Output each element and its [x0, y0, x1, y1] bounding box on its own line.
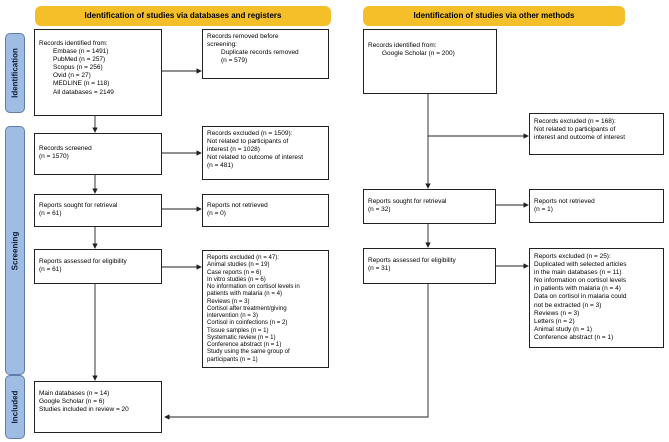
other-reports-excluded-line: Duplicated with selected articles [534, 261, 627, 269]
reports-excluded-line: Cortisol in coinfections (n = 2) [207, 319, 288, 327]
header-other-methods: Identification of studies via other meth… [363, 6, 625, 26]
reports-excluded-line: In vitro studies (n = 6) [207, 275, 266, 283]
other-reports-excluded-line: not be extracted (n = 3) [534, 301, 602, 309]
phase-identification: Identification [5, 33, 25, 113]
reports-excluded-line: Animal studies (n = 19) [207, 261, 270, 269]
reports-not-retrieved-box: Reports not retrieved (n = 0) [202, 194, 329, 227]
reports-excluded-line: Cortisol after treatment/giving [207, 304, 287, 312]
other-sought-line: Reports sought for retrieval [368, 198, 447, 205]
other-excluded-line: Records excluded (n = 168): [534, 118, 616, 125]
other-reports-excluded-line: Reports excluded (n = 25): [534, 253, 611, 260]
reports-excluded-line: Tissue samples (n = 1) [207, 326, 269, 334]
reports-excluded-line: intervention (n = 3) [207, 312, 258, 319]
records-identified-box: Records identified from: Embase (n = 149… [34, 29, 162, 116]
reports-excluded-line: Reviews (n = 3) [207, 297, 250, 305]
phase-included: Included [5, 375, 25, 439]
included-line: Main databases (n = 14) [39, 390, 110, 397]
other-identified-line: Google Scholar (n = 200) [382, 50, 455, 58]
source-medline: MEDLINE (n = 118) [53, 80, 110, 88]
other-identified-line: Records identified from: [368, 42, 437, 49]
source-pubmed: PubMed (n = 257) [53, 56, 106, 64]
other-reports-excluded-line: in the main databases (n = 11) [534, 269, 622, 277]
line-right-identified-branch [427, 94, 498, 137]
records-excluded-box: Records excluded (n = 1509): Not related… [202, 126, 329, 180]
removed-line: Duplicate records removed [221, 49, 299, 57]
excluded-line: interest (n = 1028) [207, 146, 260, 154]
other-reports-excluded-line: Data on cortisol in malaria could [534, 293, 627, 301]
source-scopus: Scopus (n = 256) [53, 64, 103, 72]
reports-excluded-line: No information on cortisol levels in [207, 283, 300, 290]
not-retrieved-line: (n = 0) [207, 210, 226, 218]
other-excluded-line: interest and outcome of interest [534, 134, 626, 142]
other-not-retrieved-line: (n = 1) [534, 206, 553, 214]
source-ovid: Ovid (n = 27) [53, 72, 91, 80]
other-not-retrieved-line: Reports not retrieved [534, 198, 595, 205]
excluded-line: (n = 481) [207, 162, 234, 170]
assessed-line: Reports assessed for eligibility [39, 258, 127, 265]
sought-line: Reports sought for retrieval [39, 202, 118, 209]
other-sought-line: (n = 32) [368, 206, 391, 214]
reports-excluded-line: Systematic review (n = 1) [207, 333, 276, 341]
removed-line: screening: [207, 41, 237, 49]
other-reports-excluded-line: No information on cortisol levels [534, 277, 627, 285]
reports-excluded-line: Conference abstract (n = 1) [207, 341, 282, 348]
not-retrieved-line: Reports not retrieved [207, 202, 268, 209]
screened-line: Records screened [39, 145, 92, 152]
source-embase: Embase (n = 1491) [53, 48, 109, 56]
excluded-line: Not related to participants of [207, 138, 289, 146]
sought-line: (n = 61) [39, 210, 62, 218]
header-databases: Identification of studies via databases … [35, 6, 331, 26]
removed-line: (n = 579) [221, 57, 248, 65]
other-assessed-line: (n = 31) [368, 265, 391, 273]
reports-excluded-line: Case reports (n = 6) [207, 268, 262, 276]
source-all-databases: All databases = 2149 [53, 88, 114, 96]
excluded-line: Not related to outcome of interest [207, 154, 304, 162]
line-right-to-included [168, 284, 429, 418]
other-reports-excluded-line: Animal study (n = 1) [534, 325, 592, 333]
reports-excluded-line: Study using the same group of [207, 348, 290, 356]
removed-line: Records removed before [207, 33, 279, 40]
other-reports-excluded-line: Conference abstract (n = 1) [534, 333, 614, 341]
included-line: Google Scholar (n = 6) [39, 398, 105, 406]
studies-included-box: Main databases (n = 14) Google Scholar (… [34, 381, 162, 433]
reports-assessed-box: Reports assessed for eligibility (n = 61… [34, 249, 162, 284]
screened-line: (n = 1570) [39, 153, 69, 161]
assessed-line: (n = 61) [39, 266, 62, 274]
reports-excluded-line: patients with malaria (n = 4) [207, 290, 283, 298]
records-identified-title: Records identified from: [39, 40, 108, 47]
other-reports-not-retrieved-box: Reports not retrieved (n = 1) [529, 189, 664, 223]
records-removed-box: Records removed before screening: Duplic… [202, 29, 329, 79]
other-reports-sought-box: Reports sought for retrieval (n = 32) [363, 189, 496, 224]
phase-screening: Screening [5, 126, 25, 375]
excluded-line: Records excluded (n = 1509): [207, 130, 293, 137]
included-line: Studies included in review = 20 [39, 406, 129, 414]
other-records-excluded-box: Records excluded (n = 168): Not related … [529, 113, 664, 155]
other-assessed-line: Reports assessed for eligibility [368, 257, 456, 264]
other-reports-assessed-box: Reports assessed for eligibility (n = 31… [363, 248, 496, 284]
other-excluded-line: Not related to participants of [534, 126, 616, 134]
other-reports-excluded-line: Letters (n = 2) [534, 317, 575, 325]
records-screened-box: Records screened (n = 1570) [34, 133, 162, 175]
reports-excluded-line: Reports excluded (n = 47): [207, 254, 279, 261]
other-reports-excluded-line: in patients with malaria (n = 4) [534, 285, 621, 293]
other-reports-excluded-line: Reviews (n = 3) [534, 309, 580, 317]
other-records-identified-box: Records identified from: Google Scholar … [363, 29, 497, 94]
reports-excluded-line: participants (n = 1) [207, 355, 258, 363]
other-reports-excluded-box: Reports excluded (n = 25): Duplicated wi… [529, 248, 664, 348]
reports-sought-box: Reports sought for retrieval (n = 61) [34, 194, 162, 227]
reports-excluded-box: Reports excluded (n = 47): Animal studie… [202, 250, 329, 368]
